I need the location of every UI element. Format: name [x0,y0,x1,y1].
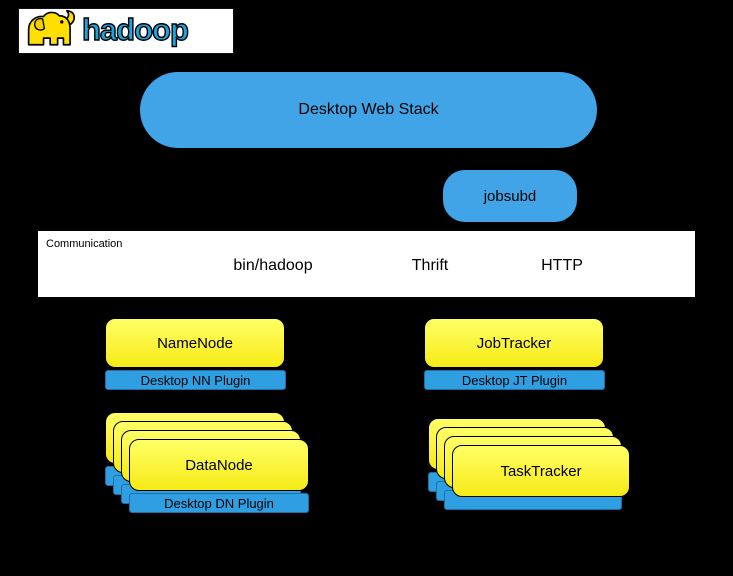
datanode-node: DataNode [129,439,309,491]
tasktracker-node: TaskTracker [452,445,630,497]
namenode-label: NameNode [157,334,233,352]
datanode-label: DataNode [185,456,253,474]
communication-item-thrift: Thrift [411,257,449,274]
namenode-plugin-label: Desktop NN Plugin [140,372,251,388]
jobtracker-label: JobTracker [476,334,552,352]
communication-bar: Communication bin/hadoop Thrift HTTP [38,231,695,297]
tasktracker-stack: TaskTracker [428,418,638,524]
communication-item-bin-hadoop: bin/hadoop [233,257,313,274]
desktop-web-stack-label: Desktop Web Stack [298,101,439,118]
jobtracker-node: JobTracker [424,318,604,368]
hadoop-elephant-icon [22,8,80,55]
tasktracker-label: TaskTracker [500,462,582,480]
namenode-node: NameNode [105,318,285,368]
datanode-plugin-bar: Desktop DN Plugin [129,493,309,513]
namenode-plugin-bar: Desktop NN Plugin [105,370,286,390]
jobsubd-node: jobsubd [443,170,577,222]
jobtracker-plugin-bar: Desktop JT Plugin [424,370,605,390]
hadoop-logo-text: hadoop [81,12,189,47]
datanode-stack: Desktop DN Plugin DataNode [105,412,317,518]
jobsubd-label: jobsubd [483,187,537,205]
datanode-plugin-label: Desktop DN Plugin [164,495,274,511]
hadoop-logo: hadoop [18,8,234,54]
communication-label: Communication [46,238,123,250]
desktop-web-stack-node: Desktop Web Stack [140,72,597,148]
communication-item-http: HTTP [541,257,583,274]
jobtracker-plugin-label: Desktop JT Plugin [461,372,568,388]
